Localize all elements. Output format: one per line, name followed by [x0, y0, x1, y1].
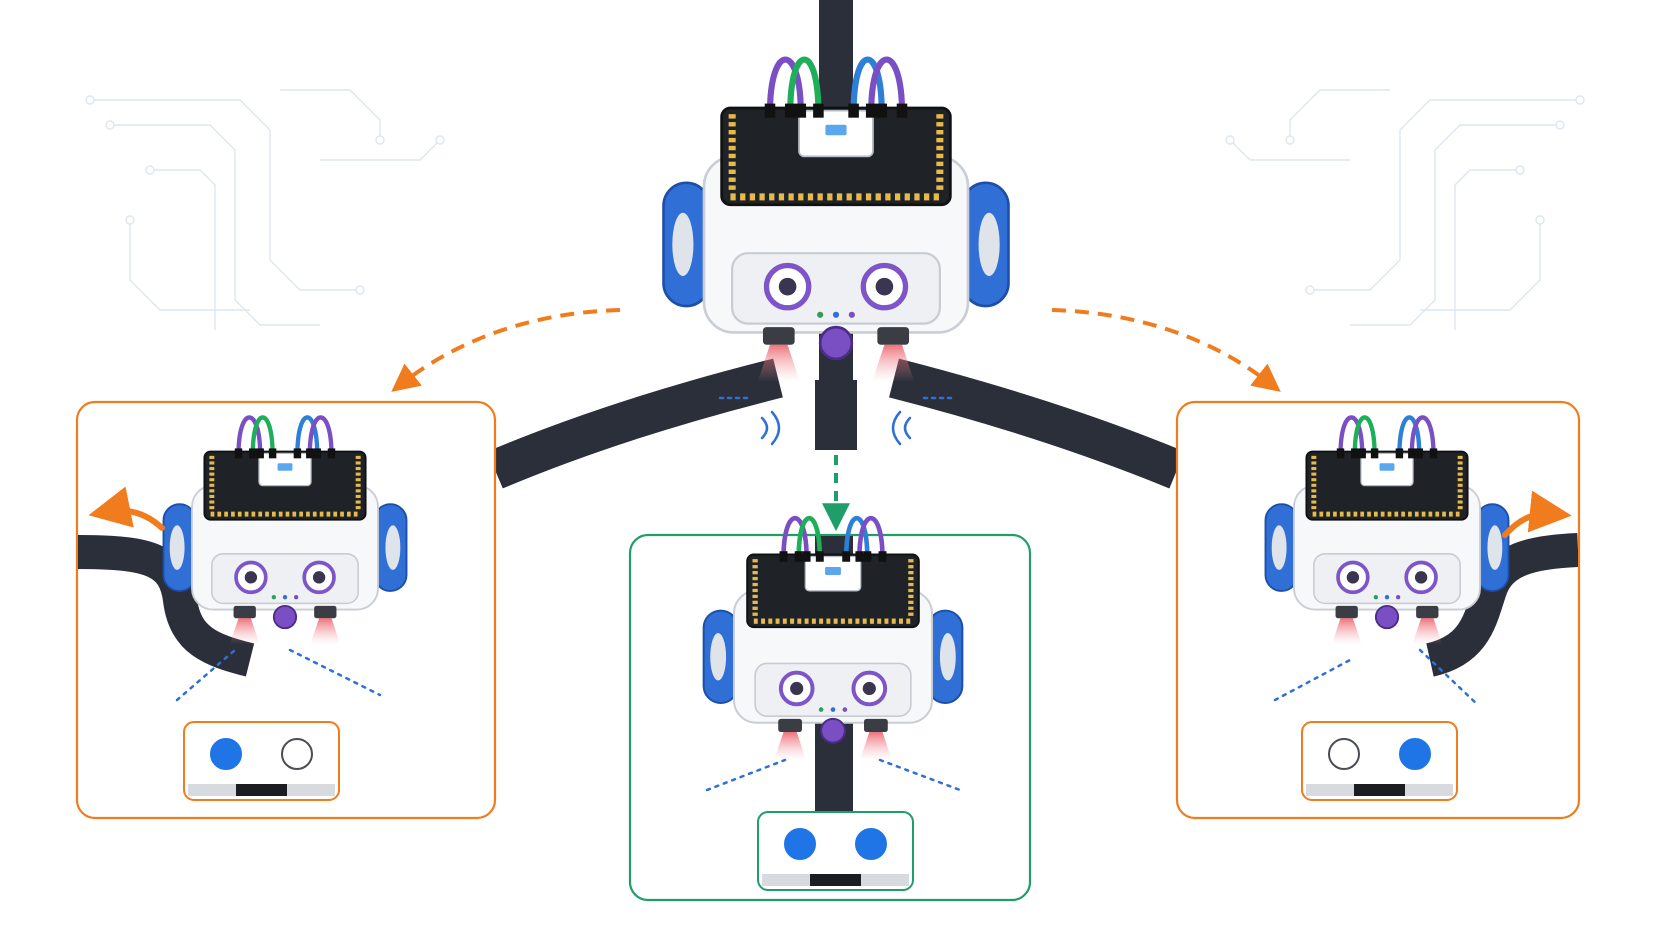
- left-wheel-hub: [1271, 525, 1287, 570]
- caster-ball: [272, 604, 298, 630]
- right-sensor-indicator: [281, 738, 313, 770]
- right-turn-state-arrow: [1051, 308, 1281, 392]
- jumper-wire-1: [766, 56, 804, 116]
- jumper-wire-4: [868, 56, 906, 116]
- jumper-wire-3: [295, 415, 320, 457]
- caster-ball: [818, 325, 854, 361]
- circuit-background-left: [85, 89, 445, 330]
- left-ir-sensor: [1335, 605, 1358, 619]
- sensor-signal-waves: [718, 396, 954, 446]
- sensor-indicator-turn-left: [183, 721, 340, 801]
- right-ir-sensor: [877, 327, 910, 345]
- jumper-wire-2: [1352, 415, 1377, 457]
- jumper-wire-3: [850, 56, 885, 116]
- jumper-wire-2: [796, 515, 823, 561]
- right-wheel-hub: [978, 212, 1000, 277]
- jumper-wire-2: [250, 415, 275, 457]
- left-sensor-beam: [774, 732, 806, 760]
- jumper-wire-1: [236, 415, 263, 457]
- jumper-wire-4: [857, 515, 885, 561]
- left-sensor-beam: [1331, 618, 1362, 645]
- sensor-indicator-turn-right: [1301, 721, 1458, 801]
- left-ir-sensor: [233, 605, 256, 619]
- left-ir-sensor: [762, 327, 795, 345]
- indicator-line-strip: [236, 784, 287, 796]
- left-sensor-indicator: [1328, 738, 1360, 770]
- right-sensor-beam: [310, 618, 341, 645]
- right-ir-sensor: [864, 718, 888, 733]
- right-wheel-hub: [385, 525, 401, 570]
- left-wheel-hub: [169, 525, 185, 570]
- jumper-wire-1: [781, 515, 809, 561]
- left-panel-track: [78, 535, 255, 677]
- jumper-wire-4: [307, 415, 334, 457]
- jumper-wire-1: [1338, 415, 1365, 457]
- right-sensor-beam: [872, 344, 915, 382]
- sensor-rays: [175, 648, 1480, 792]
- sensor-indicator-go-straight: [757, 811, 914, 891]
- right-sensor-beam: [860, 732, 892, 760]
- left-turn-state-arrow: [391, 308, 621, 392]
- robot-turning-left: [162, 415, 408, 645]
- indicator-line-strip: [1354, 784, 1405, 796]
- caster-ball: [820, 717, 846, 744]
- jumper-wire-4: [1409, 415, 1436, 457]
- right-arrow-icon: [1502, 490, 1572, 538]
- right-sensor-indicator: [1399, 738, 1431, 770]
- track-branch-right: [889, 358, 1185, 489]
- left-sensor-beam: [229, 618, 260, 645]
- left-sensor-beam: [757, 344, 800, 382]
- jumper-wire-3: [843, 515, 870, 561]
- robot-going-straight: [702, 515, 964, 760]
- jumper-wire-2: [787, 56, 822, 116]
- left-sensor-indicator: [210, 738, 242, 770]
- track-vertical-bottom: [815, 380, 857, 450]
- left-arrow-icon: [88, 486, 165, 531]
- right-wheel-hub: [939, 633, 956, 681]
- right-sensor-beam: [1412, 618, 1443, 645]
- right-ir-sensor: [314, 605, 337, 619]
- right-wheel-hub: [1487, 525, 1503, 570]
- track-branch-left: [487, 358, 783, 489]
- left-wheel-hub: [710, 633, 727, 681]
- right-sensor-indicator: [855, 828, 887, 860]
- indicator-line-strip: [810, 874, 861, 886]
- left-sensor-indicator: [784, 828, 816, 860]
- left-wheel-hub: [672, 212, 694, 277]
- left-ir-sensor: [778, 718, 802, 733]
- right-ir-sensor: [1416, 605, 1439, 619]
- jumper-wire-3: [1397, 415, 1422, 457]
- caster-ball: [1374, 604, 1400, 630]
- circuit-background-right: [1225, 89, 1585, 330]
- robot-main: [662, 56, 1010, 382]
- robot-turning-right: [1264, 415, 1510, 645]
